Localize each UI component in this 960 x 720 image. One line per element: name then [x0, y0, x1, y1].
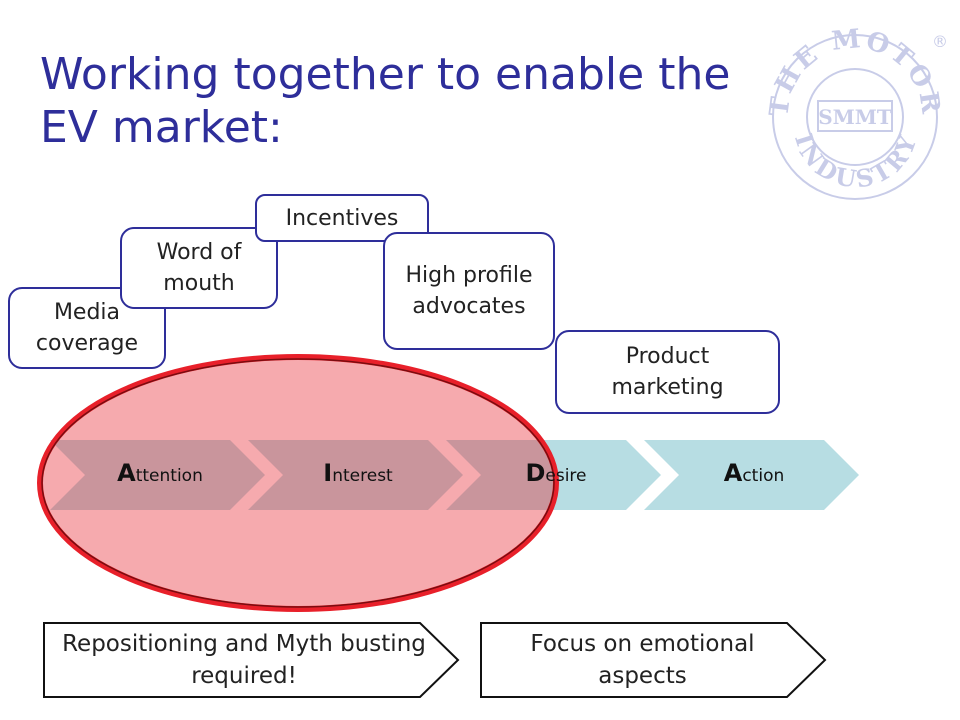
- box-high-profile-advocates: High profile advocates: [383, 232, 555, 350]
- stage-desire-initial: D: [525, 459, 546, 487]
- highlight-ellipse-edge: [41, 358, 555, 608]
- callout-arrow-right: [480, 622, 827, 698]
- stage-attention-rest: ttention: [135, 466, 203, 486]
- stage-interest: Interest: [293, 459, 423, 487]
- slide-title: Working together to enable the EV market…: [40, 49, 731, 153]
- callout-right-text: Focus on emotional aspects: [530, 631, 755, 689]
- box-word-of-mouth-text: Word of mouth: [156, 240, 242, 296]
- logo-registered-mark: ®: [932, 32, 948, 51]
- logo-center-text: SMMT: [818, 105, 892, 129]
- callout-left-text: Repositioning and Myth busting required!: [62, 631, 426, 689]
- smmt-logo: THE MOTOR INDUSTRY SMMT ®: [764, 25, 948, 200]
- chevron-attention: [50, 440, 265, 510]
- highlight-ellipse: [37, 354, 559, 612]
- box-word-of-mouth: Word of mouth: [120, 227, 278, 309]
- box-media-coverage-text: Media coverage: [35, 300, 139, 356]
- stage-interest-initial: I: [323, 459, 333, 487]
- stage-attention: Attention: [95, 459, 225, 487]
- stage-desire: Desire: [491, 459, 621, 487]
- stage-desire-rest: esire: [545, 466, 587, 486]
- box-product-marketing-text: Product marketing: [611, 344, 724, 400]
- callout-arrow-left: [43, 622, 460, 698]
- box-product-marketing: Product marketing: [555, 330, 780, 414]
- chevron-interest: [248, 440, 463, 510]
- stage-action-initial: A: [723, 459, 743, 487]
- box-incentives-text: Incentives: [285, 205, 399, 231]
- box-high-profile-advocates-text: High profile advocates: [405, 263, 533, 319]
- stage-action: Action: [689, 459, 819, 487]
- chevron-action: [644, 440, 859, 510]
- box-incentives: Incentives: [255, 194, 429, 242]
- stage-attention-initial: A: [117, 459, 136, 487]
- stage-interest-rest: nterest: [332, 466, 393, 486]
- stage-action-rest: ction: [742, 466, 785, 486]
